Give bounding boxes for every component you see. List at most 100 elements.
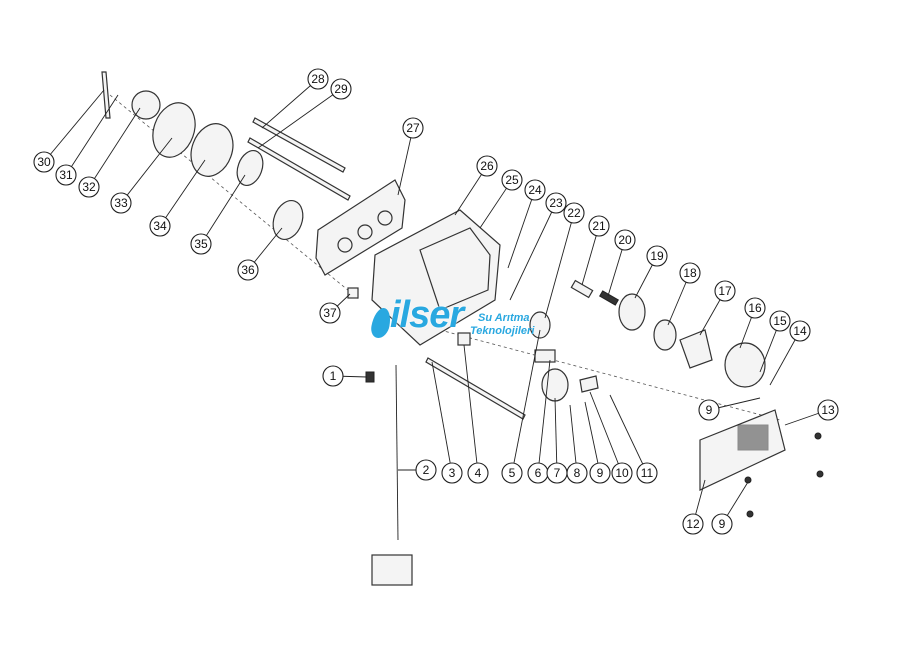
callout-circle: [110, 192, 132, 214]
callout-circle: [237, 259, 259, 281]
leader-line: [65, 94, 119, 176]
leader-line: [609, 394, 648, 474]
callout-circle: [817, 399, 839, 421]
callout-circle: [190, 233, 212, 255]
callout-circle: [679, 262, 701, 284]
part-30-bracket: [101, 71, 111, 119]
callout-16: 16: [744, 297, 766, 319]
leader-line: [511, 329, 541, 474]
screw: [814, 432, 822, 440]
callout-9: 9: [589, 462, 611, 484]
logo-line2: Teknolojileri: [470, 325, 535, 337]
callout-circle: [524, 179, 546, 201]
callout-29: 29: [330, 78, 352, 100]
callout-circle: [149, 215, 171, 237]
callout-10: 10: [611, 462, 633, 484]
leader-line: [397, 127, 414, 196]
callout-circle: [714, 280, 736, 302]
callout-circle: [682, 513, 704, 535]
callout-28: 28: [307, 68, 329, 90]
part-37: [347, 287, 359, 299]
screw: [816, 470, 824, 478]
callout-number: 9: [597, 466, 604, 480]
callout-4: 4: [467, 462, 489, 484]
callout-27: 27: [402, 117, 424, 139]
part-35-disc: [236, 149, 264, 187]
leader-line: [507, 189, 536, 269]
part-2-connector: [371, 554, 413, 586]
leader-line: [431, 361, 453, 474]
callout-12: 12: [682, 513, 704, 535]
callout-circle: [330, 78, 352, 100]
callout-circle: [589, 462, 611, 484]
part-2-wire: [395, 364, 399, 541]
part-22-gear: [529, 311, 551, 339]
callout-30: 30: [33, 151, 55, 173]
callout-number: 10: [615, 466, 629, 480]
part-18-gear: [653, 319, 677, 351]
callout-7: 7: [546, 462, 568, 484]
callout-6: 6: [527, 462, 549, 484]
callout-11: 11: [636, 462, 658, 484]
callout-21: 21: [588, 215, 610, 237]
callout-circle: [415, 459, 437, 481]
screw: [744, 476, 752, 484]
callout-20: 20: [614, 229, 636, 251]
callout-36: 36: [237, 259, 259, 281]
callout-circle: [467, 462, 489, 484]
callout-number: 9: [719, 517, 726, 531]
callout-number: 19: [650, 249, 664, 263]
callout-circle: [614, 229, 636, 251]
callout-number: 14: [793, 324, 807, 338]
callout-32: 32: [78, 176, 100, 198]
leader-line: [589, 391, 623, 474]
part-16-motor: [724, 342, 766, 388]
part-5: [534, 349, 556, 363]
leader-line: [584, 401, 601, 474]
callout-circle: [476, 155, 498, 177]
callout-circle: [33, 151, 55, 173]
callout-18: 18: [679, 262, 701, 284]
callout-circle: [501, 169, 523, 191]
callout-number: 15: [773, 314, 787, 328]
part-17-bracket: [679, 329, 713, 369]
part-20-spring: [599, 290, 619, 306]
callout-circle: [636, 462, 658, 484]
housing-inner: [419, 227, 491, 311]
callout-number: 13: [821, 403, 835, 417]
callout-number: 2: [423, 463, 430, 477]
callout-number: 21: [592, 219, 606, 233]
callout-22: 22: [563, 202, 585, 224]
callout-number: 24: [528, 183, 542, 197]
callout-1: 1: [322, 365, 344, 387]
callout-number: 22: [567, 206, 581, 220]
callout-25: 25: [501, 169, 523, 191]
callout-number: 35: [194, 237, 208, 251]
callout-circle: [545, 192, 567, 214]
leader-line: [554, 397, 558, 474]
callout-number: 17: [718, 284, 732, 298]
part-28-cable: [252, 117, 346, 173]
callout-13: 13: [817, 399, 839, 421]
callout-number: 25: [505, 173, 519, 187]
watermark-logo: ilser Su Arıtma Teknolojileri: [368, 294, 548, 350]
callout-circle: [319, 302, 341, 324]
screw: [746, 510, 754, 518]
callout-number: 6: [535, 466, 542, 480]
callout-number: 5: [509, 466, 516, 480]
callout-number: 34: [153, 219, 167, 233]
part-29-cable: [247, 137, 351, 201]
callout-9: 9: [711, 513, 733, 535]
callout-number: 33: [114, 196, 128, 210]
callout-circle: [769, 310, 791, 332]
callout-number: 1: [330, 369, 337, 383]
callout-circle: [588, 215, 610, 237]
logo-brand: ilser: [390, 294, 464, 336]
callout-number: 30: [37, 155, 51, 169]
callout-circle: [563, 202, 585, 224]
callout-circle: [744, 297, 766, 319]
callout-number: 4: [475, 466, 482, 480]
callout-31: 31: [55, 164, 77, 186]
assembly-axis-right: [439, 329, 781, 421]
callout-number: 28: [311, 72, 325, 86]
